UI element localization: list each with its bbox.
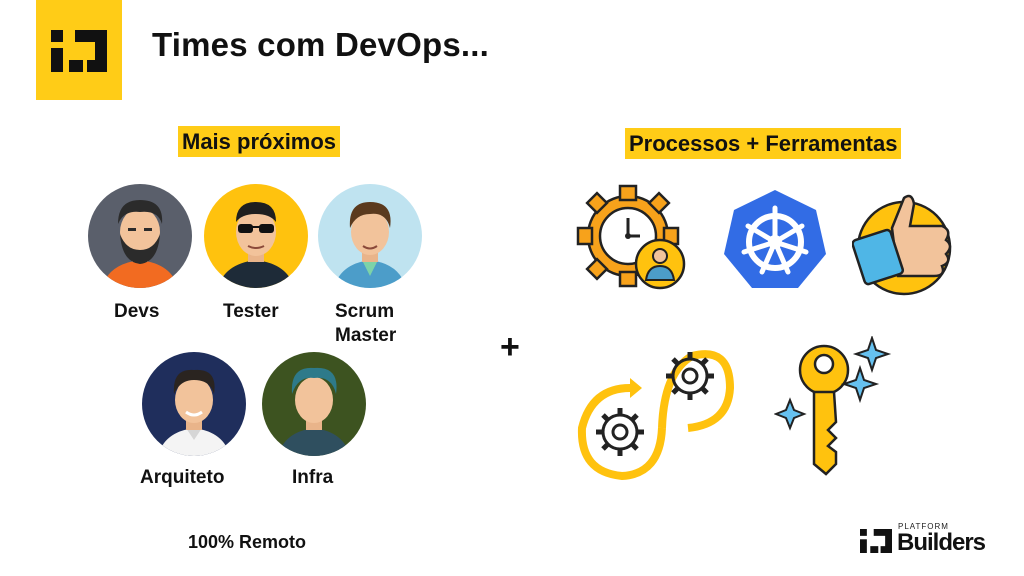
developer-avatar-icon [88, 184, 192, 288]
brand-name: Builders [897, 529, 986, 556]
brand-footer: PLATFORM Builders [860, 522, 1010, 558]
gear-clock-person-icon [574, 180, 692, 303]
key-sparkle-icon [773, 334, 896, 483]
tester-avatar-icon [204, 184, 308, 288]
brand-mark-icon [860, 529, 892, 553]
remote-note: 100% Remoto [188, 532, 307, 552]
role-label-tester: Tester [223, 301, 279, 322]
scrum-master-avatar-icon [318, 184, 422, 288]
brand-small-text: PLATFORM [898, 522, 949, 531]
right-heading: Processos + Ferramentas [625, 128, 902, 159]
logo-mark-icon [51, 30, 107, 72]
infinity-gears-icon [572, 332, 736, 489]
thumbs-up-icon [851, 188, 960, 305]
platform-builders-logo [36, 0, 122, 100]
role-label-scrum-master: Scrum Master [335, 301, 397, 346]
architect-avatar-icon [142, 352, 246, 456]
role-label-infra: Infra [292, 467, 334, 488]
slide-title: Times com DevOps... [152, 26, 489, 63]
kubernetes-icon [722, 186, 828, 297]
left-heading: Mais próximos [178, 126, 341, 157]
infra-avatar-icon [262, 352, 366, 456]
plus-sign: + [500, 328, 520, 366]
role-label-devs: Devs [114, 301, 160, 322]
role-label-arquiteto: Arquiteto [140, 467, 225, 488]
